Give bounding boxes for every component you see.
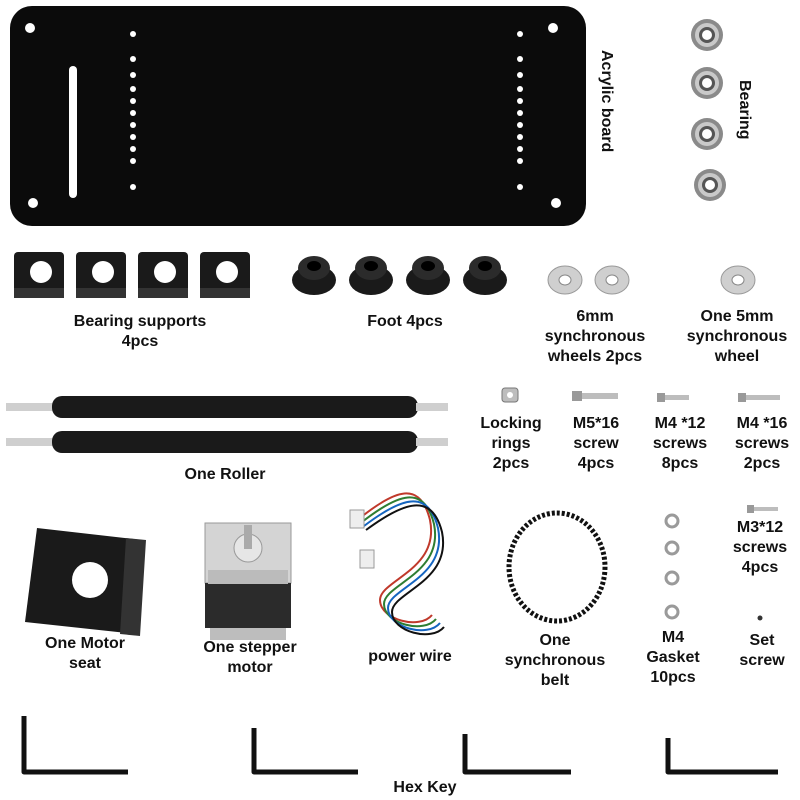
bearing-supports-label: Bearing supports 4pcs xyxy=(73,313,207,350)
motor-seat-image xyxy=(25,528,146,636)
power-wire-label: power wire xyxy=(368,648,452,665)
sync-wheels-6mm-label: 6mm synchronous wheels 2pcs xyxy=(544,308,646,365)
set-screw-image xyxy=(757,615,763,621)
m4-16-screws-label: M4 *16 screws 2pcs xyxy=(734,415,790,472)
locking-ring-image xyxy=(501,387,519,403)
bearings-image xyxy=(691,19,726,201)
belt-label: One synchronous belt xyxy=(504,632,606,689)
roller-image xyxy=(6,396,448,453)
sync-wheel-5mm-label: One 5mm synchronous wheel xyxy=(686,308,788,365)
m4-16-screw-image xyxy=(738,393,780,402)
m3-screw-image xyxy=(747,505,778,513)
stepper-motor-label: One stepper motor xyxy=(203,639,297,676)
set-screw-label: Set screw xyxy=(739,632,785,669)
motor-seat-label: One Motor seat xyxy=(45,635,125,672)
m4-12-screws-label: M4 *12 screws 8pcs xyxy=(652,415,708,472)
hex-keys-image xyxy=(21,716,778,775)
roller-label: One Roller xyxy=(184,466,266,483)
m5-screw-image xyxy=(572,391,618,401)
sync-wheels-6mm-image xyxy=(547,265,630,295)
m4-12-screw-image xyxy=(657,393,689,402)
acrylic-board-label: Acrylic board xyxy=(598,50,615,153)
sync-wheel-5mm-image xyxy=(720,265,756,295)
gaskets-image xyxy=(664,513,680,620)
foot-label: Foot 4pcs xyxy=(367,313,443,330)
m5-screw-label: M5*16 screw 4pcs xyxy=(572,415,620,472)
belt-image xyxy=(506,510,608,624)
bearing-supports-image xyxy=(14,252,250,298)
m3-screws-label: M3*12 screws 4pcs xyxy=(732,519,788,576)
stepper-motor-image xyxy=(204,522,292,640)
bearing-label: Bearing xyxy=(736,80,753,140)
feet-image xyxy=(292,256,507,295)
hex-key-label: Hex Key xyxy=(393,779,457,796)
locking-rings-label: Locking rings 2pcs xyxy=(480,415,542,472)
power-wire-image xyxy=(349,492,445,636)
gasket-label: M4 Gasket 10pcs xyxy=(646,629,700,686)
